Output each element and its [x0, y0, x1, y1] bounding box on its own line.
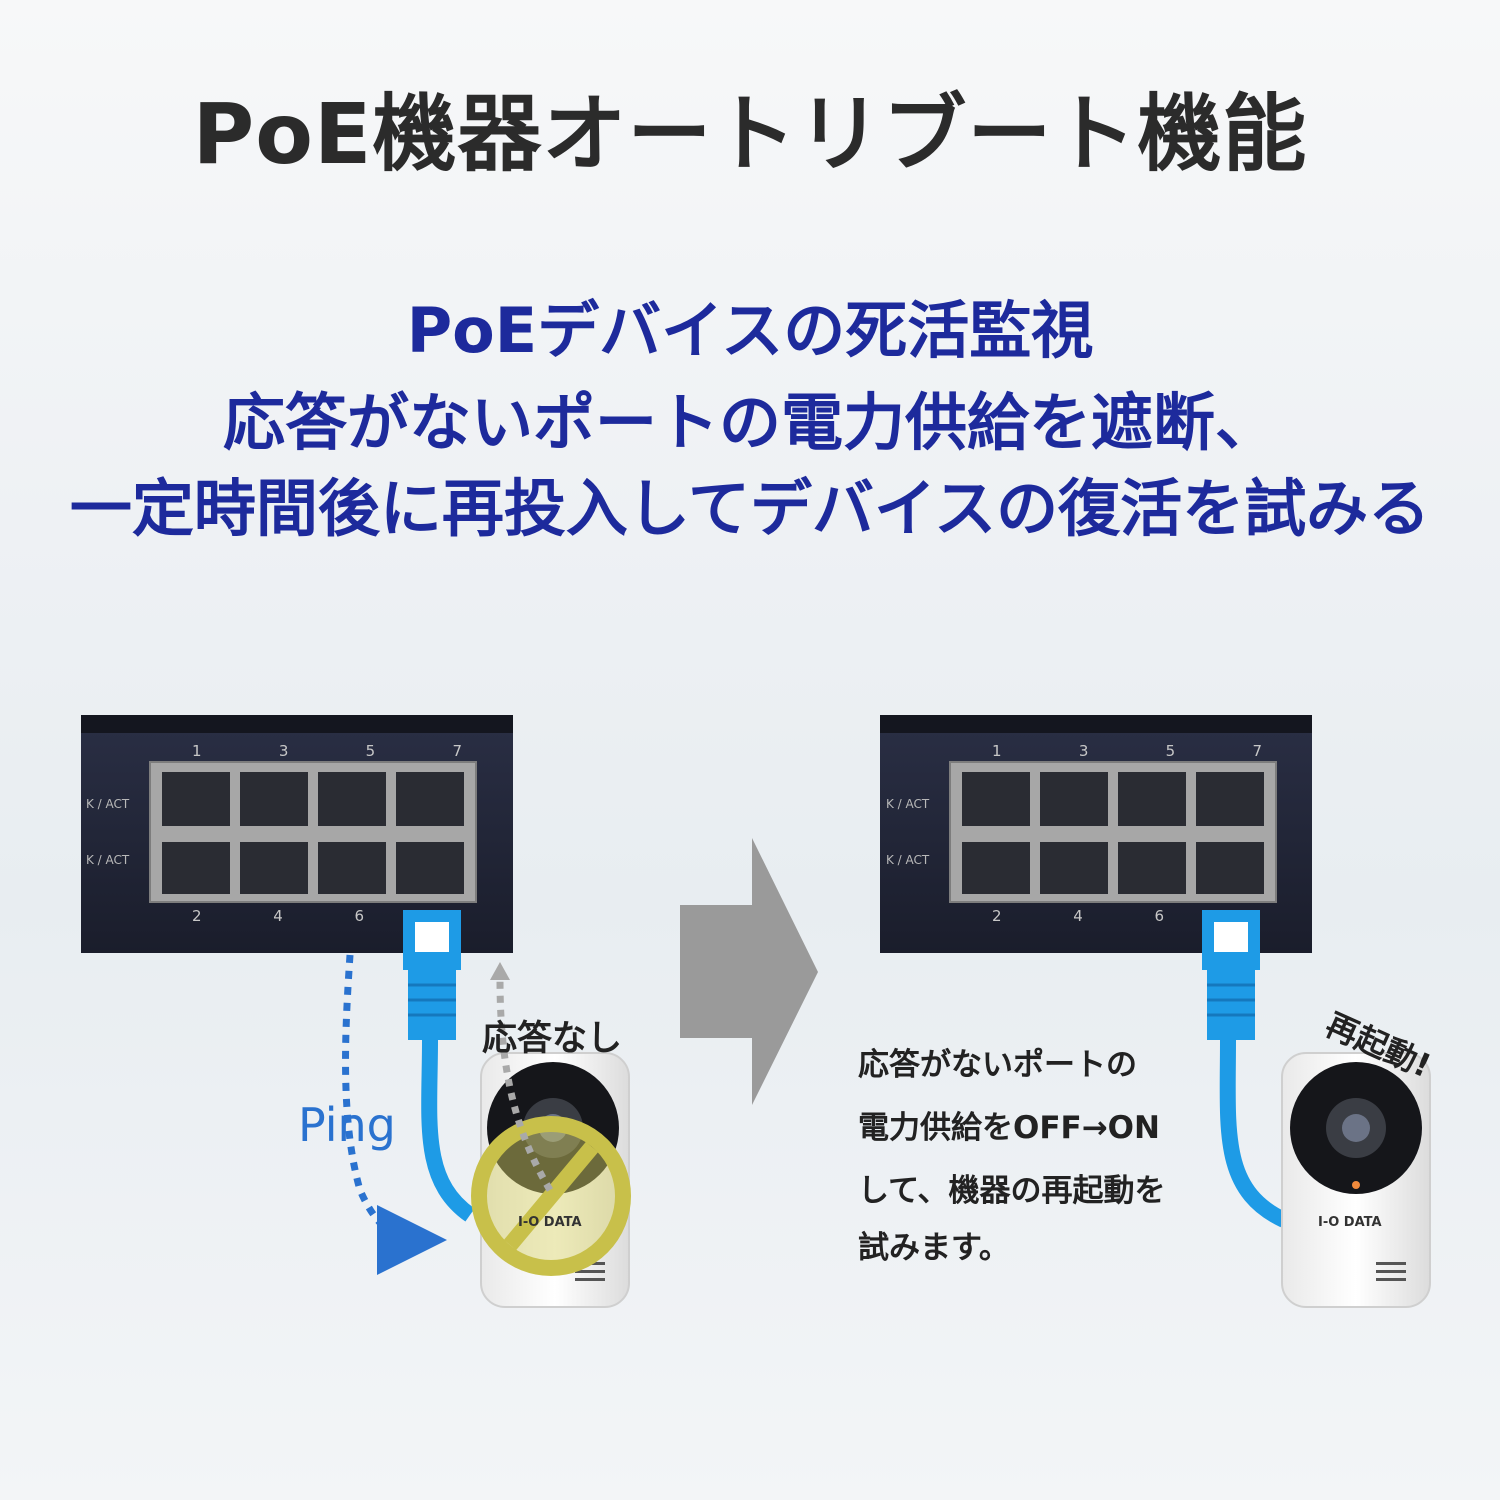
camera-left [471, 1052, 631, 1308]
port-number: 1 [992, 742, 1002, 760]
port-number: 2 [992, 907, 1002, 925]
port-numbers-top-left: 1 3 5 7 [192, 742, 462, 760]
port-number: 1 [192, 742, 202, 760]
port-number: 3 [1078, 742, 1089, 760]
caption-line-4: 試みます。 [858, 1230, 1010, 1266]
led-label-left-2: K / ACT [86, 853, 130, 867]
caption-line-2: 電力供給をOFF→ON [858, 1110, 1160, 1146]
port-number: 6 [354, 907, 364, 925]
flow-arrow [680, 838, 818, 1105]
subtitle-line-2: 応答がないポートの電力供給を遮断、 [222, 386, 1277, 459]
cable-right [1202, 910, 1288, 1228]
camera-brand-left: I-O DATA [518, 1215, 582, 1230]
port-number: 4 [273, 907, 283, 925]
led-label-right-1: K / ACT [886, 797, 930, 811]
port-numbers-top-right: 1 3 5 7 [992, 742, 1262, 760]
no-response-label: 応答なし [482, 1019, 623, 1059]
no-response-arrow [496, 979, 554, 1192]
port-number: 3 [278, 742, 289, 760]
camera-brand-right: I-O DATA [1318, 1215, 1382, 1230]
port-number: 7 [1252, 742, 1262, 760]
port-number: 5 [1165, 742, 1176, 760]
subtitle-line-3: 一定時間後に再投入してデバイスの復活を試みる [69, 472, 1431, 545]
port-number: 4 [1073, 907, 1083, 925]
subtitle-line-1: PoEデバイスの死活監視 [406, 294, 1094, 367]
port-number: 2 [192, 907, 202, 925]
camera-right [1281, 1052, 1431, 1308]
cable-left [403, 910, 475, 1222]
caption-line-1: 応答がないポートの [858, 1047, 1137, 1083]
port-number: 7 [452, 742, 462, 760]
ping-label: Ping [298, 1098, 396, 1152]
page-title: PoE機器オートリブート機能 [192, 85, 1308, 183]
led-label-right-2: K / ACT [886, 853, 930, 867]
caption-line-3: して、機器の再起動を [858, 1173, 1166, 1209]
port-number: 5 [365, 742, 376, 760]
led-label-left-1: K / ACT [86, 797, 130, 811]
port-numbers-bottom-right: 2 4 6 [992, 907, 1164, 925]
port-number: 6 [1154, 907, 1164, 925]
port-numbers-bottom-left: 2 4 6 [192, 907, 364, 925]
